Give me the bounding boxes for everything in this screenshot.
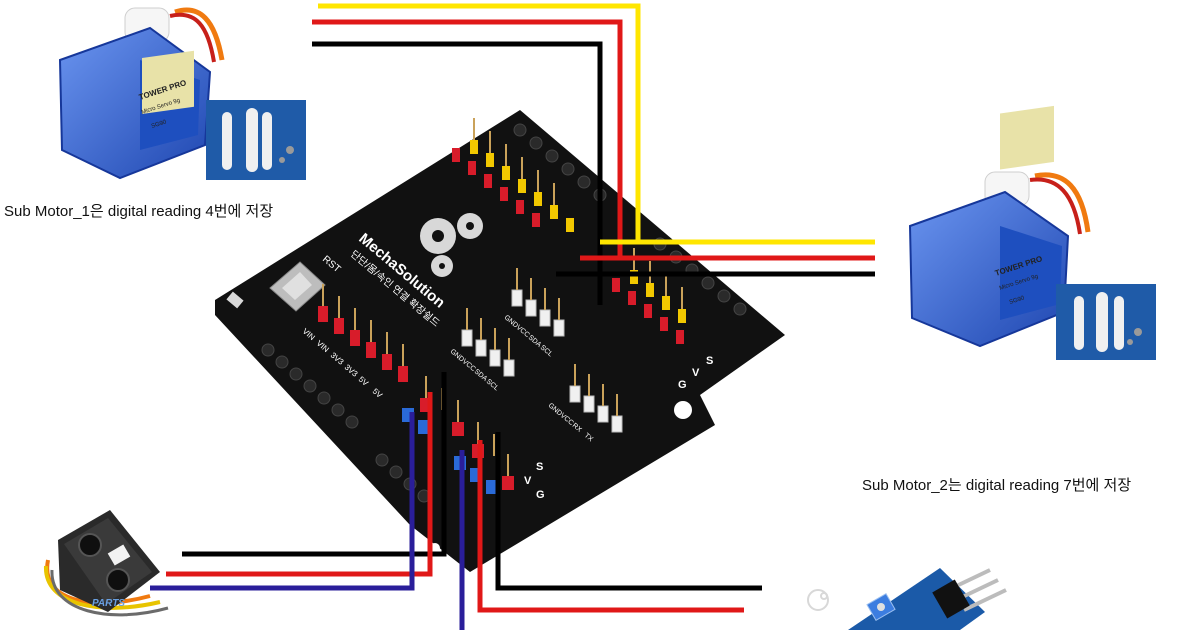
module-ground-wire — [495, 432, 762, 591]
power-led — [226, 291, 244, 309]
module-power-wire — [477, 440, 744, 613]
i2c-header-2 — [461, 308, 515, 377]
servo-1-label: TOWER PRO Micro Servo 9g SG90 — [138, 50, 194, 130]
digital-row-label-v: V — [692, 367, 700, 379]
servo-1-wires — [278, 3, 641, 305]
sensor-module-watermark-icon — [807, 589, 829, 611]
expansion-shield-board: MechaSolution 단단/몸/속인 연결 확장쉴드 RST — [215, 110, 785, 572]
servo-motor-2: TOWER PRO Micro Servo 9g SG90 — [888, 105, 1160, 362]
servo-2-wires — [556, 239, 875, 277]
sensor-wires — [150, 372, 762, 630]
servo-1-signal-wire — [318, 3, 641, 242]
ir-sensor-ground-wire — [182, 372, 447, 557]
uart-label-rx: RX — [571, 422, 583, 434]
servo-1-ground-wire — [278, 41, 603, 305]
analog-row-label-s: S — [536, 461, 543, 473]
uart-label-tx: TX — [583, 432, 595, 443]
servo-2-horns-icon — [1056, 284, 1156, 360]
digital-row-labels: G V S — [678, 355, 713, 391]
servo-2-caption: Sub Motor_2는 digital reading 7번에 저장 — [862, 477, 1132, 494]
digital-pin-header — [452, 118, 686, 344]
gear-logo-icon — [420, 213, 483, 277]
sensor-module — [807, 568, 1007, 630]
reset-button — [269, 261, 326, 312]
servo-1-horns-icon — [206, 100, 306, 180]
i2c-header-1 — [511, 268, 565, 337]
servo-1-part: SG90 — [151, 119, 168, 130]
power-pin-header — [318, 284, 408, 382]
uart-header — [569, 364, 623, 433]
digital-row-label-g: G — [678, 379, 687, 391]
analog-row-labels: S V G — [524, 461, 545, 501]
servo-1-power-wire — [298, 19, 623, 258]
digital-row-label-s: S — [706, 355, 713, 367]
servo-2-part: SG90 — [1009, 295, 1026, 306]
ir-sensor-analog-wire — [150, 412, 415, 591]
servo-1-caption: Sub Motor_1은 digital reading 4번에 저장 — [4, 203, 274, 220]
analog-row-label-v: V — [524, 475, 532, 487]
analog-row-label-g: G — [536, 489, 545, 501]
ir-distance-sensor: PARTS — [43, 510, 169, 617]
ir-sensor-power-wire — [166, 392, 433, 577]
sensor-watermark: PARTS — [92, 598, 125, 609]
servo-motor-1: TOWER PRO Micro Servo 9g SG90 — [38, 0, 312, 180]
